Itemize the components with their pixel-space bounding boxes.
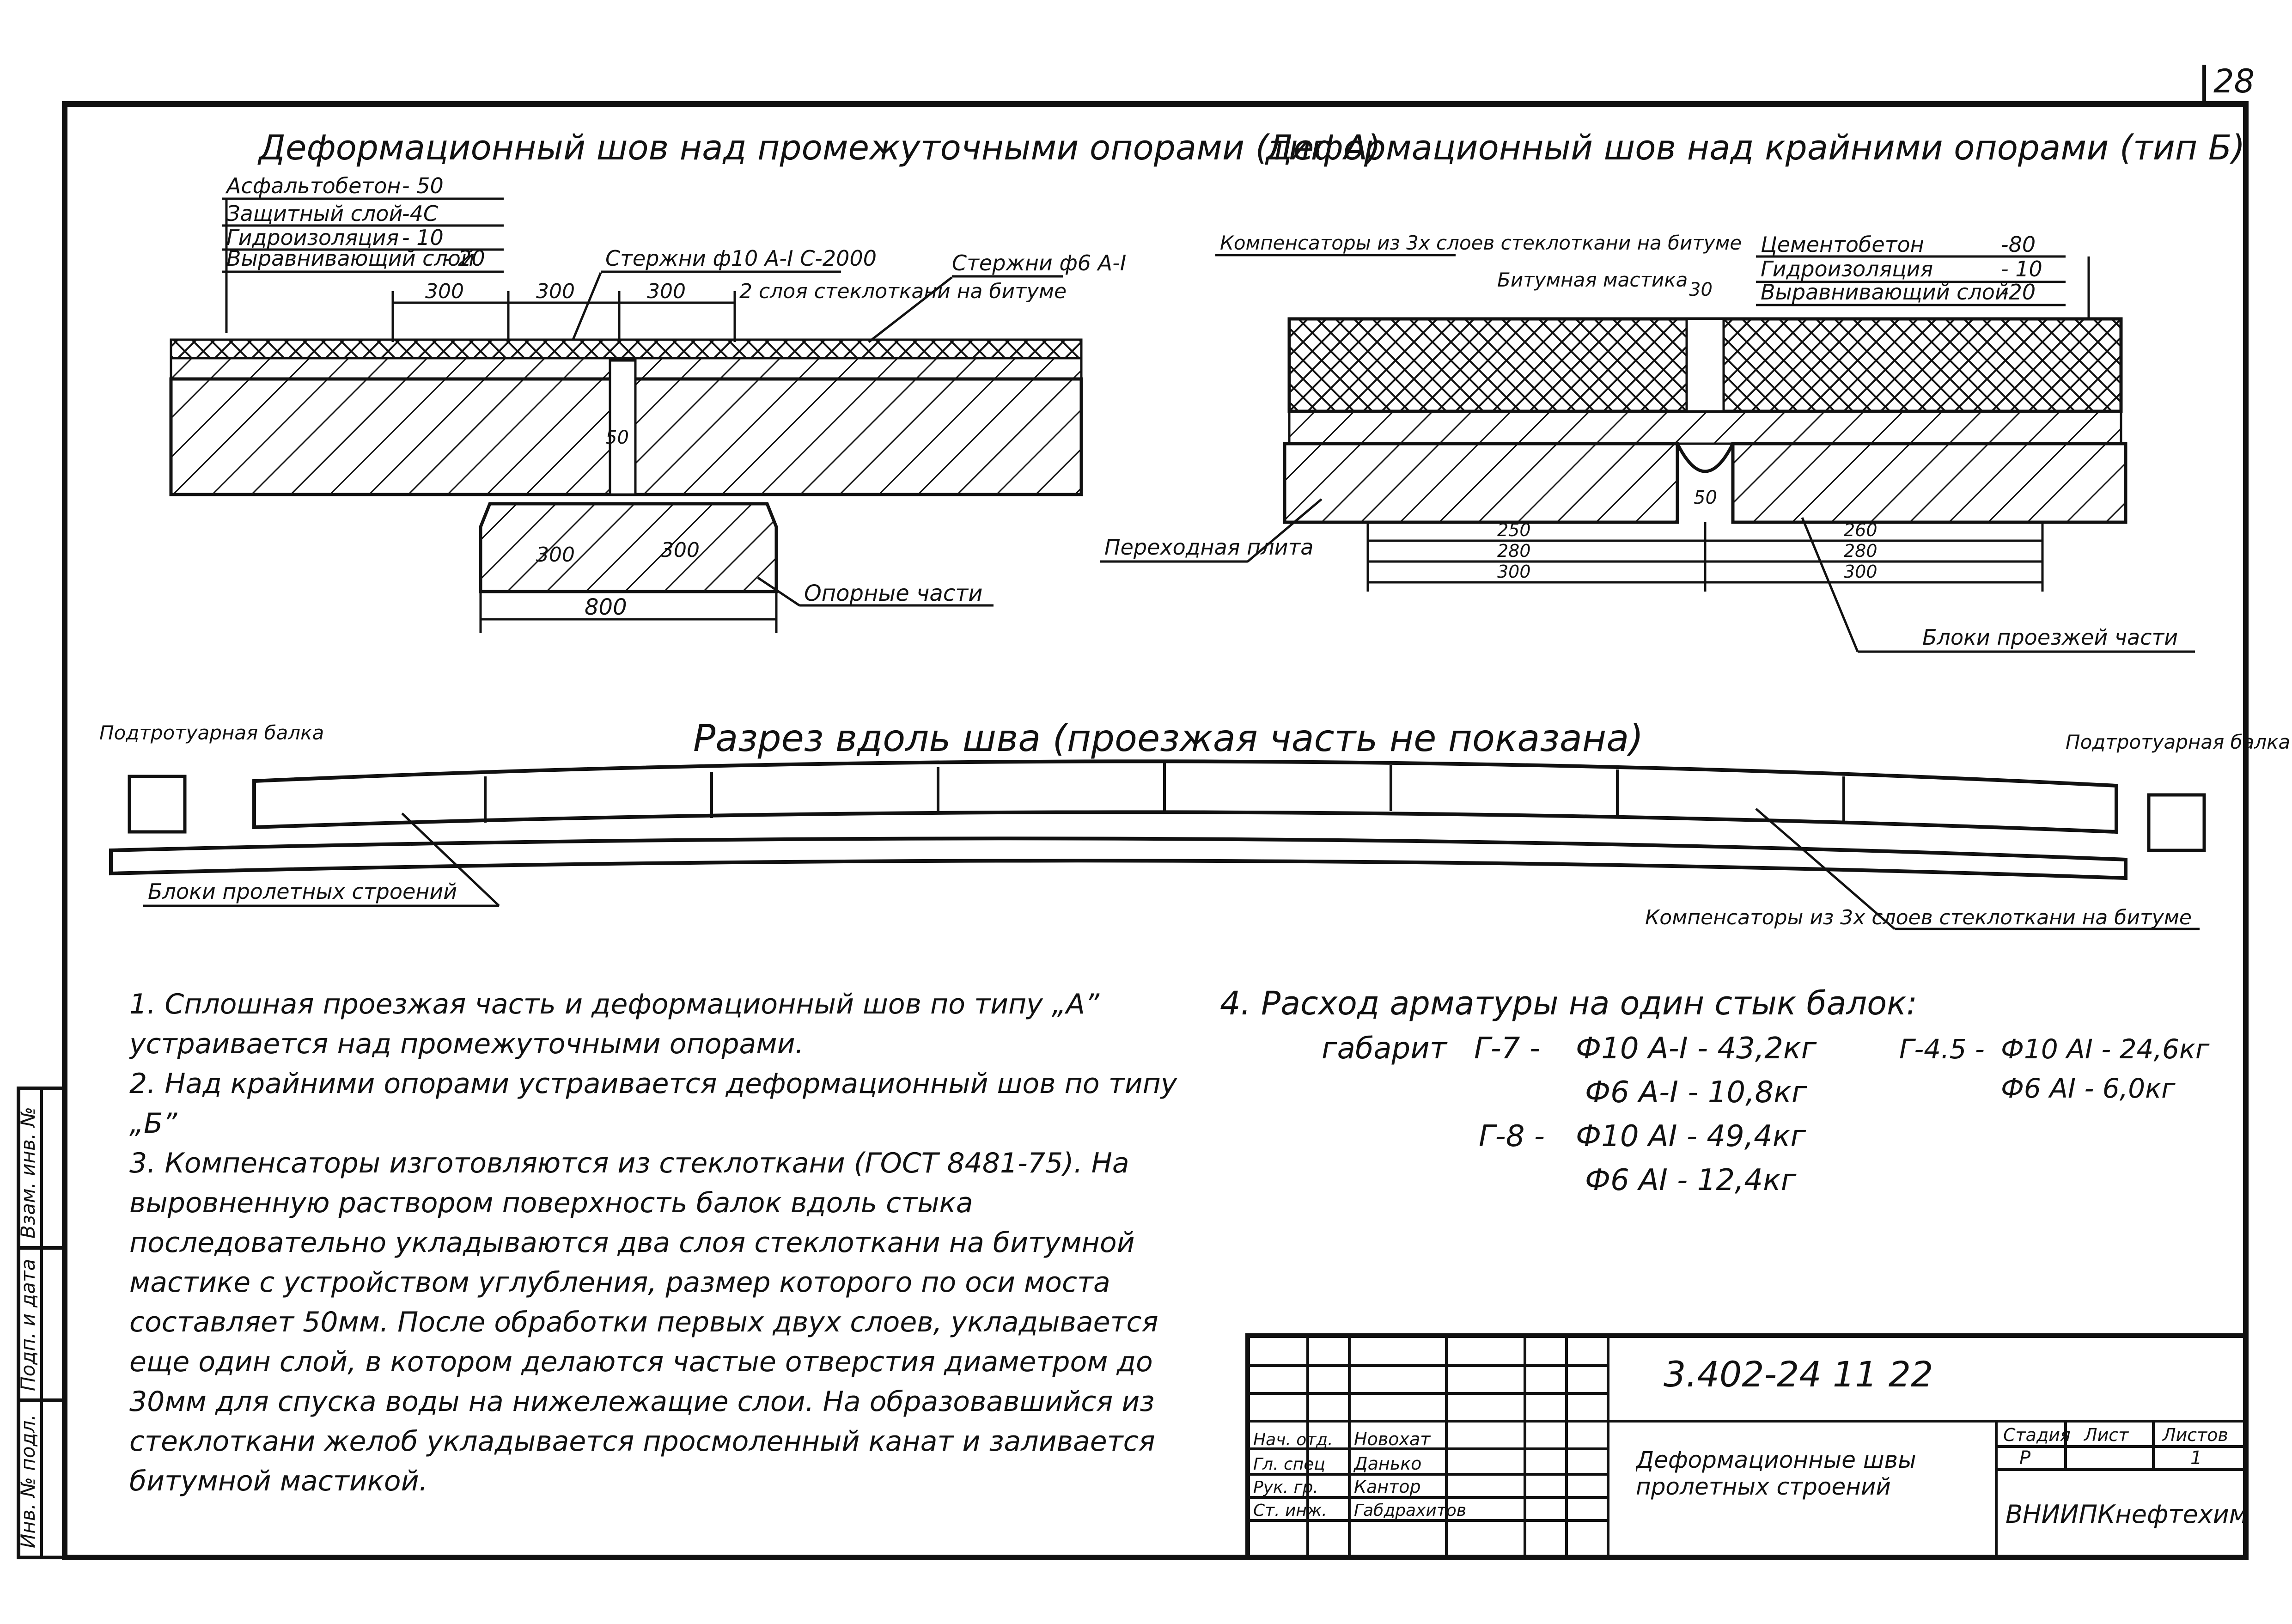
stamp-signature: Подп. и дата (17, 1259, 39, 1391)
layer-a-2: Защитный слой (226, 201, 402, 226)
title-block: 3.402-24 11 22 Нач. отд. Новохат Гл. спе… (1245, 1333, 2248, 1560)
fiberglass-label: 2 слоя стеклоткани на битуме (739, 280, 1067, 303)
dim-b-r1: 260 (1844, 520, 1877, 540)
layer-a-3: Гидроизоляция (226, 225, 399, 250)
rebar-heading: 4. Расход арматуры на один стык балок: (1220, 984, 1917, 1022)
compensators-label-b: Компенсаторы из 3х слоев стеклоткани на … (1220, 232, 1742, 254)
dim-b-gap-bottom: 50 (1694, 487, 1717, 508)
layer-a-2-value: -4С (402, 201, 438, 226)
dim-b-l3: 300 (1497, 562, 1531, 582)
long-section: Разрез вдоль шва (проезжая часть не пока… (99, 717, 2290, 930)
notes: 1. Сплошная проезжая часть и деформацион… (129, 984, 1192, 1501)
sheet-header: Лист (2083, 1425, 2129, 1445)
role-2: Гл. спец (1253, 1455, 1325, 1474)
rebar-g8-2: Ф6 АI - 12,4кг (1585, 1163, 1797, 1197)
rebar-g8: Г-8 - (1479, 1119, 1545, 1154)
section-b-title: Деформационный шов над крайними опорами … (1265, 128, 2245, 168)
transition-slab-label: Переходная плита (1104, 535, 1313, 560)
dim-pier-total: 800 (585, 594, 627, 620)
dim-a-gap: 50 (605, 427, 629, 448)
note-3: 3. Компенсаторы изготовляются из стеклот… (129, 1147, 1158, 1497)
person-2: Данько (1353, 1453, 1421, 1474)
dim-b-l2: 280 (1497, 541, 1531, 561)
layer-a-1-value: - 50 (402, 173, 444, 198)
rebar-gabarit-label: габарит (1322, 1032, 1448, 1066)
layer-a-1: Асфальтобетон (225, 173, 401, 198)
organization: ВНИИПКнефтехим (2006, 1500, 2248, 1529)
dim-a-1: 300 (425, 280, 464, 303)
rebar-g45-1: Ф10 АI - 24,6кг (2001, 1033, 2210, 1065)
layer-b-2-value: - 10 (2001, 256, 2042, 281)
layer-b-2: Гидроизоляция (1761, 256, 1933, 281)
bearings-label: Опорные части (804, 580, 982, 606)
rebar-g7-2: Ф6 А-I - 10,8кг (1585, 1075, 1807, 1110)
rebar-table: 4. Расход арматуры на один стык балок: г… (1220, 984, 2210, 1197)
page-number: 28 (2213, 62, 2255, 100)
rebar-g7-1: Ф10 А-I - 43,2кг (1576, 1032, 1817, 1066)
role-3: Рук. гр. (1253, 1478, 1318, 1497)
dim-a-3: 300 (647, 280, 686, 303)
layer-b-1: Цементобетон (1761, 232, 1924, 257)
compensators-label-long: Компенсаторы из 3х слоев стеклоткани на … (1645, 906, 2192, 929)
stage-header: Стадия (2003, 1425, 2071, 1445)
drawing-code: 3.402-24 11 22 (1664, 1354, 1933, 1395)
section-a: Деформационный шов над промежуточными оп… (169, 128, 1381, 633)
rebar-g8-1: Ф10 АI - 49,4кг (1576, 1119, 1806, 1154)
sheet-frame (62, 101, 2249, 1560)
right-beam-label: Подтротуарная балка (2066, 731, 2290, 753)
section-b: Деформационный шов над крайними опорами … (1100, 128, 2245, 653)
roadway-blocks-label: Блоки проезжей части (1922, 625, 2178, 650)
note-2: 2. Над крайними опорами устраивается деф… (129, 1068, 1177, 1140)
dim-pier-1: 300 (536, 543, 575, 567)
span-blocks-label: Блоки пролетных строений (148, 879, 457, 904)
rods-main-label: Стержни ф10 А-I С-2000 (605, 246, 877, 271)
sheets-value: 1 (2190, 1447, 2202, 1469)
long-section-title: Разрез вдоль шва (проезжая часть не пока… (693, 717, 1643, 760)
dim-b-l1: 250 (1497, 520, 1531, 540)
rebar-g7: Г-7 - (1474, 1032, 1540, 1066)
mastic-label: Битумная мастика (1497, 269, 1688, 291)
note-1: 1. Сплошная проезжая часть и деформацион… (129, 988, 1100, 1060)
dim-b-r2: 280 (1844, 541, 1877, 561)
layer-b-3: Выравнивающий слой (1761, 280, 2009, 305)
stamp-inventory: Инв. № подл. (17, 1414, 39, 1548)
person-3: Кантор (1354, 1477, 1421, 1497)
rebar-g45-2: Ф6 АI - 6,0кг (2001, 1073, 2176, 1104)
dim-a-2: 300 (536, 280, 575, 303)
sheets-header: Листов (2162, 1425, 2228, 1445)
side-stamp: Инв. № подл. Подп. и дата Взам. инв. № (17, 1087, 67, 1559)
stage-value: Р (2019, 1447, 2031, 1469)
person-4: Габдрахитов (1354, 1501, 1466, 1520)
role-4: Ст. инж. (1253, 1501, 1327, 1520)
layer-b-1-value: -80 (2001, 232, 2036, 257)
role-1: Нач. отд. (1253, 1430, 1333, 1449)
layer-a-3-value: - 10 (402, 225, 444, 250)
rebar-g45: Г-4.5 - (1899, 1033, 1985, 1065)
dim-b-gap-top: 30 (1689, 279, 1713, 300)
rods-secondary-label: Стержни ф6 А-I (952, 250, 1126, 275)
sheet-title: Деформационные швы пролетных строений (1636, 1447, 1916, 1500)
person-1: Новохат (1354, 1429, 1431, 1449)
layer-b-3-value: -20 (2001, 280, 2036, 305)
section-a-title: Деформационный шов над промежуточными оп… (257, 128, 1381, 168)
stamp-replacement: Взам. инв. № (17, 1107, 39, 1239)
dim-pier-2: 300 (661, 538, 700, 562)
dim-b-r3: 300 (1844, 562, 1877, 582)
left-beam-label: Подтротуарная балка (99, 721, 324, 744)
